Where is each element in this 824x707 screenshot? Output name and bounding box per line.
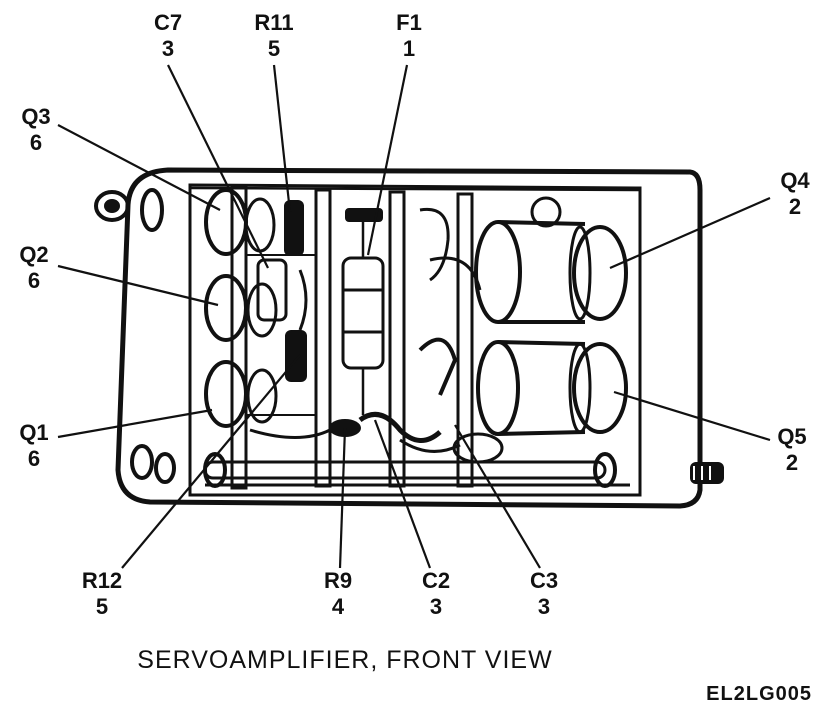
- transistor-q5: [476, 340, 628, 436]
- transistor-q4: [474, 196, 628, 324]
- callout-r12-num: 5: [96, 594, 108, 619]
- wiring-harness: [249, 207, 482, 453]
- callout-f1-num: 1: [403, 36, 415, 61]
- callout-q4-ref: Q4: [780, 168, 810, 193]
- callout-c7-ref: C7: [154, 10, 182, 35]
- callout-r9-num: 4: [332, 594, 345, 619]
- chassis-inner-frame: [188, 183, 642, 497]
- leader-c2: [373, 419, 432, 569]
- capacitor-c3: [418, 337, 504, 464]
- callout-q3-ref: Q3: [21, 104, 50, 129]
- resistor-r12: [285, 330, 307, 382]
- leader-q4: [609, 196, 771, 270]
- leader-r11: [272, 64, 292, 213]
- figure-code: EL2LG005: [706, 683, 812, 705]
- callout-r12-ref: R12: [82, 568, 122, 593]
- leader-lines: [57, 64, 771, 569]
- figure-caption: SERVOAMPLIFIER, FRONT VIEW: [137, 646, 552, 674]
- transistor-q2: [204, 274, 278, 342]
- callout-q1-num: 6: [28, 446, 40, 471]
- capacitor-c7: [256, 258, 288, 322]
- callout-r11-num: 5: [268, 36, 280, 61]
- circuit-boards: [230, 186, 474, 490]
- callout-q5-ref: Q5: [777, 424, 806, 449]
- leader-q3: [57, 124, 221, 211]
- bottom-left-grommet: [130, 444, 176, 484]
- leader-q2: [57, 264, 219, 307]
- mounting-stud-right: [690, 462, 724, 484]
- mounting-stud-left: [94, 188, 164, 232]
- leader-r9: [338, 427, 347, 569]
- leader-c7: [167, 64, 269, 269]
- transistor-q1: [204, 360, 278, 428]
- callout-c2-ref: C2: [422, 568, 450, 593]
- callout-r11-ref: R11: [254, 10, 293, 35]
- callout-c2-num: 3: [430, 594, 442, 619]
- leader-q1: [57, 408, 213, 439]
- leader-c3: [454, 424, 541, 569]
- tie-rod: [203, 452, 617, 488]
- fuse-f1: [341, 208, 385, 415]
- chassis: [94, 167, 724, 509]
- leader-q5: [613, 390, 771, 442]
- resistor-r11: [284, 200, 304, 256]
- callout-q5-num: 2: [786, 450, 798, 475]
- callout-q2-ref: Q2: [19, 242, 48, 267]
- callout-labels: C7 3 R11 5 F1 1 Q3 6 Q4 2 Q2 6 Q1 6 Q5 2…: [19, 10, 810, 619]
- callout-q2-num: 6: [28, 268, 40, 293]
- callout-q4-num: 2: [789, 194, 801, 219]
- leader-f1: [366, 64, 409, 256]
- callout-r9-ref: R9: [324, 568, 352, 593]
- callout-q3-num: 6: [30, 130, 42, 155]
- leader-r12: [121, 354, 301, 569]
- callout-q1-ref: Q1: [19, 420, 48, 445]
- capacitor-c2: [358, 411, 442, 443]
- transistor-q3: [204, 188, 276, 256]
- callout-c3-num: 3: [538, 594, 550, 619]
- chassis-rail-top: [189, 186, 641, 192]
- callout-f1-ref: F1: [396, 10, 422, 35]
- callout-c7-num: 3: [162, 36, 174, 61]
- callout-c3-ref: C3: [530, 568, 558, 593]
